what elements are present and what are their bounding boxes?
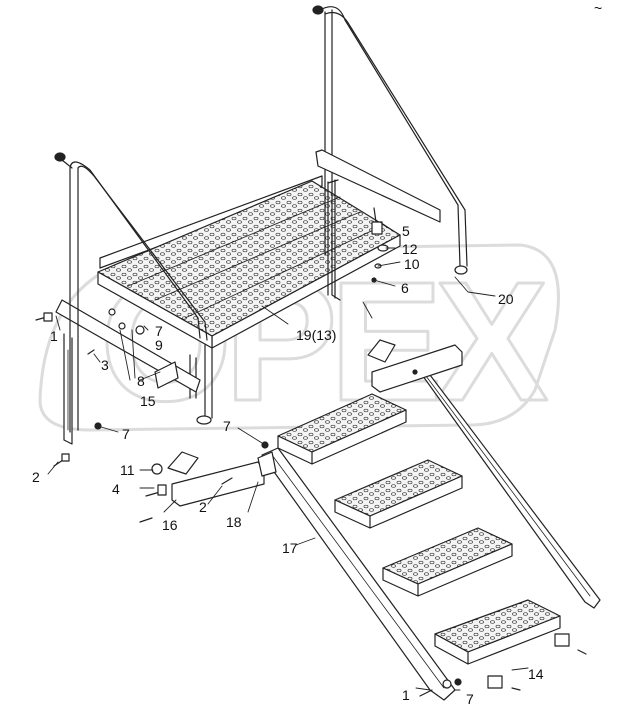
callout-20: 20 xyxy=(498,291,514,307)
callouts: 1 1 2 2 3 4 5 6 7 7 7 7 8 9 10 11 12 14 … xyxy=(32,223,544,707)
callout-1-left: 1 xyxy=(50,328,58,344)
callout-2-left: 2 xyxy=(32,469,40,485)
callout-4: 4 xyxy=(112,481,120,497)
hardware xyxy=(35,308,462,697)
callout-1-bottom: 1 xyxy=(402,687,410,703)
callout-19-13: 19(13) xyxy=(296,327,336,343)
callout-11: 11 xyxy=(120,462,135,478)
callout-7-c: 7 xyxy=(223,418,231,434)
callout-5: 5 xyxy=(402,223,410,239)
callout-7-d: 7 xyxy=(466,691,474,707)
callout-9: 9 xyxy=(155,337,163,353)
callout-2-mid: 2 xyxy=(199,499,207,515)
stair-assembly xyxy=(167,339,601,701)
callout-3: 3 xyxy=(101,357,109,373)
callout-14: 14 xyxy=(528,666,544,682)
callout-7-a: 7 xyxy=(155,323,163,339)
callout-7-b: 7 xyxy=(122,426,130,442)
corner-mark: ~ xyxy=(594,0,602,16)
callout-15: 15 xyxy=(140,393,156,409)
callout-18: 18 xyxy=(226,514,242,530)
callout-16: 16 xyxy=(162,517,178,533)
callout-10: 10 xyxy=(404,256,420,272)
callout-6: 6 xyxy=(401,280,409,296)
callout-12: 12 xyxy=(402,241,418,257)
callout-8: 8 xyxy=(137,373,145,389)
platform-assembly xyxy=(54,5,468,445)
leader-lines xyxy=(47,221,529,691)
callout-17: 17 xyxy=(282,540,298,556)
